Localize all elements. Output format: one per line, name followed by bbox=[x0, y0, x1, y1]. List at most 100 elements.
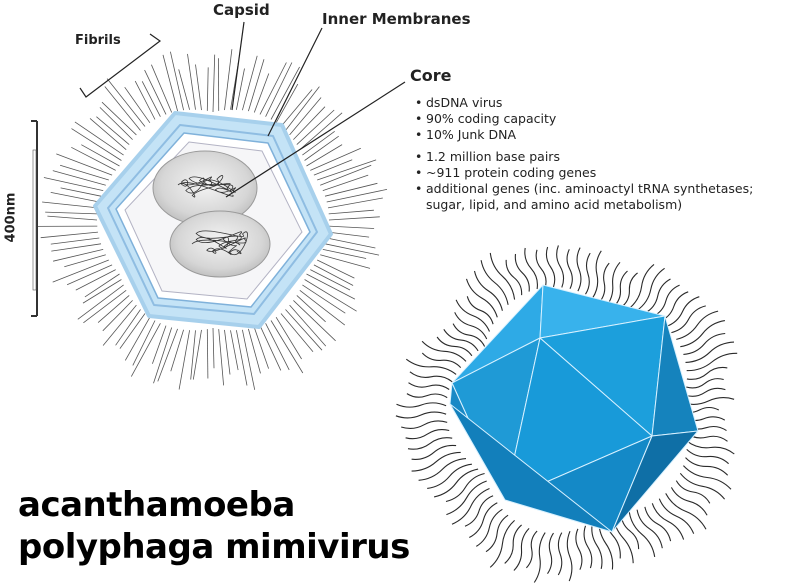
inner-membranes-label: Inner Membranes bbox=[322, 10, 471, 28]
fibril bbox=[396, 412, 446, 418]
fibril bbox=[548, 533, 554, 574]
fibril bbox=[327, 189, 387, 202]
fibril bbox=[687, 367, 727, 379]
fibril bbox=[671, 306, 705, 333]
fibril bbox=[329, 217, 380, 220]
fibril bbox=[328, 232, 369, 237]
icosahedron-capsid bbox=[450, 285, 698, 532]
fibril bbox=[546, 247, 554, 287]
fibril bbox=[328, 198, 383, 208]
fibril bbox=[290, 305, 326, 346]
fibril bbox=[406, 430, 450, 439]
fact-item: 90% coding capacity bbox=[415, 111, 753, 127]
fibril bbox=[515, 254, 529, 292]
fibril bbox=[242, 330, 254, 390]
fibril bbox=[231, 330, 239, 370]
fibril bbox=[196, 65, 202, 111]
fact-item: additional genes (inc. aminoactyl tRNA s… bbox=[415, 181, 753, 197]
fibril bbox=[327, 238, 376, 248]
fibril bbox=[305, 280, 357, 312]
fibril bbox=[207, 67, 208, 111]
fibril bbox=[286, 310, 323, 351]
fibril bbox=[685, 388, 726, 396]
fibril bbox=[687, 449, 729, 463]
fibril bbox=[506, 260, 522, 295]
fibril bbox=[613, 271, 627, 307]
fibril bbox=[60, 165, 109, 180]
title-line-2: polyphaga mimivirus bbox=[18, 526, 410, 568]
fibril bbox=[407, 394, 447, 398]
fibril bbox=[329, 226, 374, 228]
fibril bbox=[408, 438, 452, 449]
fibril bbox=[534, 533, 545, 583]
fibril bbox=[281, 90, 312, 127]
fibril bbox=[213, 55, 215, 112]
fibril bbox=[325, 183, 377, 196]
fibril bbox=[72, 129, 122, 161]
fibril bbox=[525, 248, 538, 289]
fibril bbox=[680, 321, 725, 347]
fibril bbox=[325, 244, 379, 255]
fibril bbox=[577, 248, 581, 292]
fibril bbox=[47, 216, 97, 220]
fact-item: ~911 protein coding genes bbox=[415, 165, 753, 181]
fibril bbox=[329, 210, 374, 214]
fibril bbox=[105, 87, 141, 131]
fibril bbox=[179, 69, 190, 109]
fibril bbox=[687, 353, 738, 370]
fibril bbox=[171, 330, 184, 372]
fibril bbox=[163, 55, 178, 111]
fibril bbox=[71, 147, 115, 170]
fibril bbox=[41, 232, 98, 238]
fibril bbox=[557, 245, 564, 287]
capsid-label: Capsid bbox=[213, 1, 270, 19]
fibril bbox=[131, 323, 160, 376]
fibril bbox=[397, 403, 447, 407]
fibril bbox=[107, 79, 145, 127]
virus-name-title: acanthamoeba polyphaga mimivirus bbox=[18, 484, 410, 568]
core-label: Core bbox=[410, 66, 451, 85]
fibril bbox=[51, 192, 100, 202]
capsid-leader bbox=[232, 22, 244, 110]
fibril bbox=[254, 74, 268, 113]
scale-bar bbox=[31, 121, 37, 316]
fibril bbox=[599, 263, 609, 302]
fibril bbox=[320, 255, 370, 269]
fibril bbox=[409, 383, 450, 390]
fact-item-continued: sugar, lipid, and amino acid metabolism) bbox=[415, 197, 753, 213]
fibril bbox=[242, 56, 257, 110]
fibril bbox=[51, 244, 101, 251]
fibril bbox=[236, 330, 247, 385]
fibril bbox=[266, 63, 292, 117]
fibril bbox=[401, 421, 447, 429]
title-line-1: acanthamoeba bbox=[18, 484, 410, 526]
fibril bbox=[300, 290, 345, 325]
fibril bbox=[323, 175, 368, 191]
core-lower bbox=[170, 211, 270, 277]
fibril bbox=[567, 249, 572, 288]
fibril bbox=[505, 525, 522, 564]
fibril bbox=[219, 329, 224, 385]
fibril bbox=[465, 496, 493, 526]
fibril bbox=[314, 160, 352, 175]
fibril bbox=[236, 69, 244, 110]
fibril bbox=[64, 255, 106, 267]
fibril bbox=[213, 328, 214, 368]
fibril bbox=[567, 531, 572, 581]
fibril bbox=[584, 526, 592, 568]
fibril bbox=[53, 171, 106, 186]
fibril bbox=[419, 459, 466, 481]
fibril bbox=[53, 249, 103, 261]
fibril bbox=[593, 251, 602, 298]
fibril bbox=[558, 533, 562, 575]
fibrils-label: Fibrils bbox=[75, 33, 121, 48]
fibril bbox=[120, 314, 145, 349]
fibril bbox=[686, 379, 723, 388]
fibril bbox=[576, 529, 582, 570]
fibril bbox=[286, 87, 320, 131]
scale-label: 400nm bbox=[3, 193, 18, 243]
fibril bbox=[526, 531, 537, 568]
fibril bbox=[412, 445, 457, 459]
fibril bbox=[207, 329, 208, 378]
fact-item: dsDNA virus bbox=[415, 95, 753, 111]
